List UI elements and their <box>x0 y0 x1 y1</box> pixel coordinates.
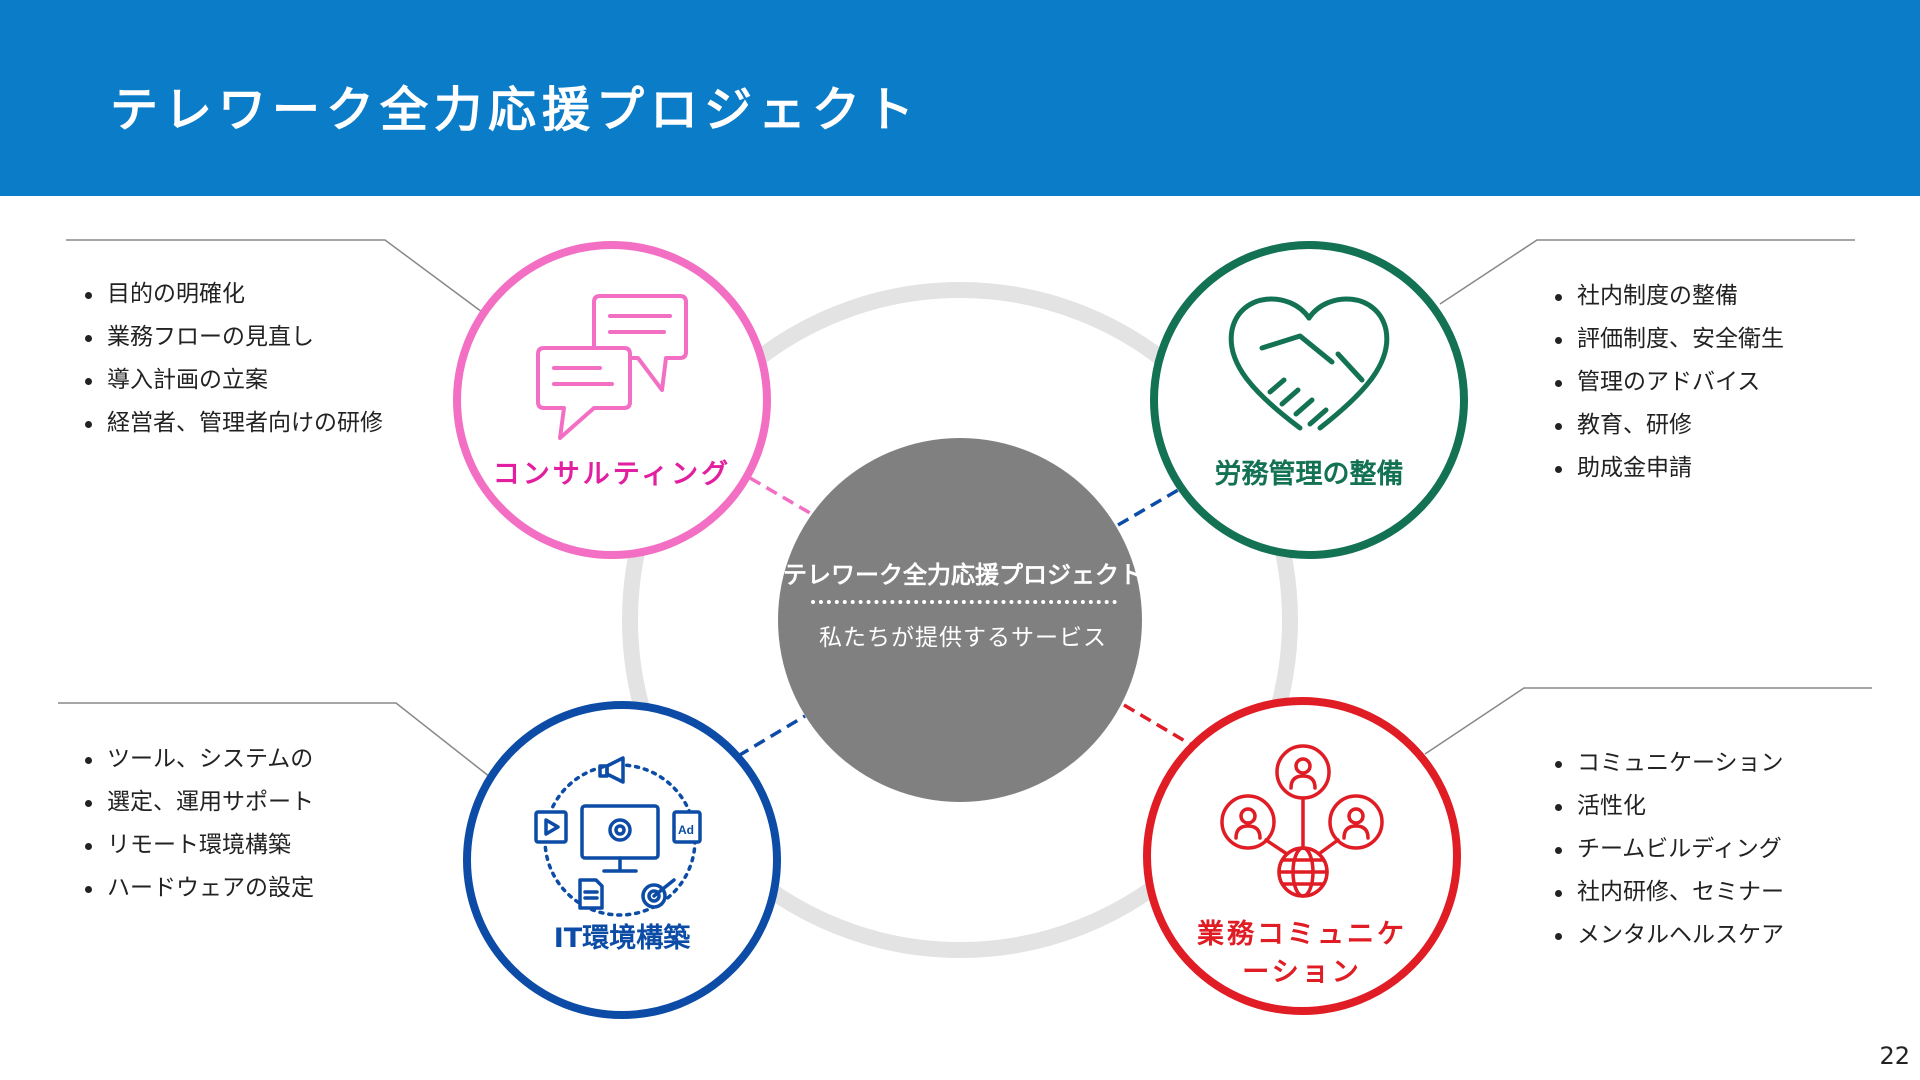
center-subtitle: 私たちが提供するサービス <box>819 625 1107 651</box>
ad-icon-text: Ad <box>678 823 694 837</box>
list-item: 教育、研修 <box>1555 404 1784 447</box>
labor-callout-line <box>1439 239 1855 305</box>
list-item: 活性化 <box>1555 785 1784 828</box>
consulting-list: 目的の明確化 業務フローの見直し 導入計画の立案 経営者、管理者向けの研修 <box>85 273 383 445</box>
page-number: 22 <box>1879 1042 1910 1070</box>
outer-ring <box>622 282 1298 958</box>
it-list: ツール、システムの 選定、運用サポート リモート環境構築 ハードウェアの設定 <box>85 738 314 910</box>
list-item: 社内制度の整備 <box>1555 275 1784 318</box>
it-connector <box>737 714 806 758</box>
list-item: ツール、システムの <box>85 738 314 781</box>
list-item: 助成金申請 <box>1555 447 1784 490</box>
people-network-icon <box>1220 744 1384 898</box>
list-item: 管理のアドバイス <box>1555 361 1784 404</box>
consulting-callout-line <box>66 239 483 313</box>
list-item: 経営者、管理者向けの研修 <box>85 402 383 445</box>
it-callout-line <box>58 702 491 778</box>
consulting-connector <box>749 476 811 515</box>
center-divider <box>811 600 1117 604</box>
it-circle <box>463 701 781 1019</box>
header-bar: テレワーク全力応援プロジェクト <box>0 0 1920 196</box>
list-item: リモート環境構築 <box>85 824 314 867</box>
list-item: 社内研修、セミナー <box>1555 871 1784 914</box>
labor-list: 社内制度の整備 評価制度、安全衛生 管理のアドバイス 教育、研修 助成金申請 <box>1555 275 1784 490</box>
list-item: 目的の明確化 <box>85 273 383 316</box>
labor-label: 労務管理の整備 <box>1214 459 1404 490</box>
speech-bubbles-icon <box>536 294 688 440</box>
communication-label-line2: ーション <box>1242 957 1362 988</box>
list-item: メンタルヘルスケア <box>1555 914 1784 957</box>
it-network-icon <box>534 756 702 917</box>
page-title: テレワーク全力応援プロジェクト <box>110 82 921 138</box>
communication-list: コミュニケーション 活性化 チームビルディング 社内研修、セミナー メンタルヘル… <box>1555 742 1784 957</box>
list-item: ハードウェアの設定 <box>85 867 314 910</box>
list-item: 導入計画の立案 <box>85 359 383 402</box>
labor-connector <box>1117 484 1186 527</box>
communication-connector <box>1123 703 1191 746</box>
center-circle <box>778 438 1142 802</box>
list-item: 評価制度、安全衛生 <box>1555 318 1784 361</box>
communication-callout-line <box>1424 687 1872 755</box>
it-label: IT環境構築 <box>553 923 691 954</box>
list-item: コミュニケーション <box>1555 742 1784 785</box>
list-item: 業務フローの見直し <box>85 316 383 359</box>
heart-handshake-icon <box>1228 296 1390 431</box>
list-item: 選定、運用サポート <box>85 781 314 824</box>
list-item: チームビルディング <box>1555 828 1784 871</box>
consulting-label: コンサルティング <box>492 459 732 490</box>
center-title: テレワーク全力応援プロジェクト <box>783 561 1143 589</box>
communication-label-line1: 業務コミュニケ <box>1197 919 1407 950</box>
